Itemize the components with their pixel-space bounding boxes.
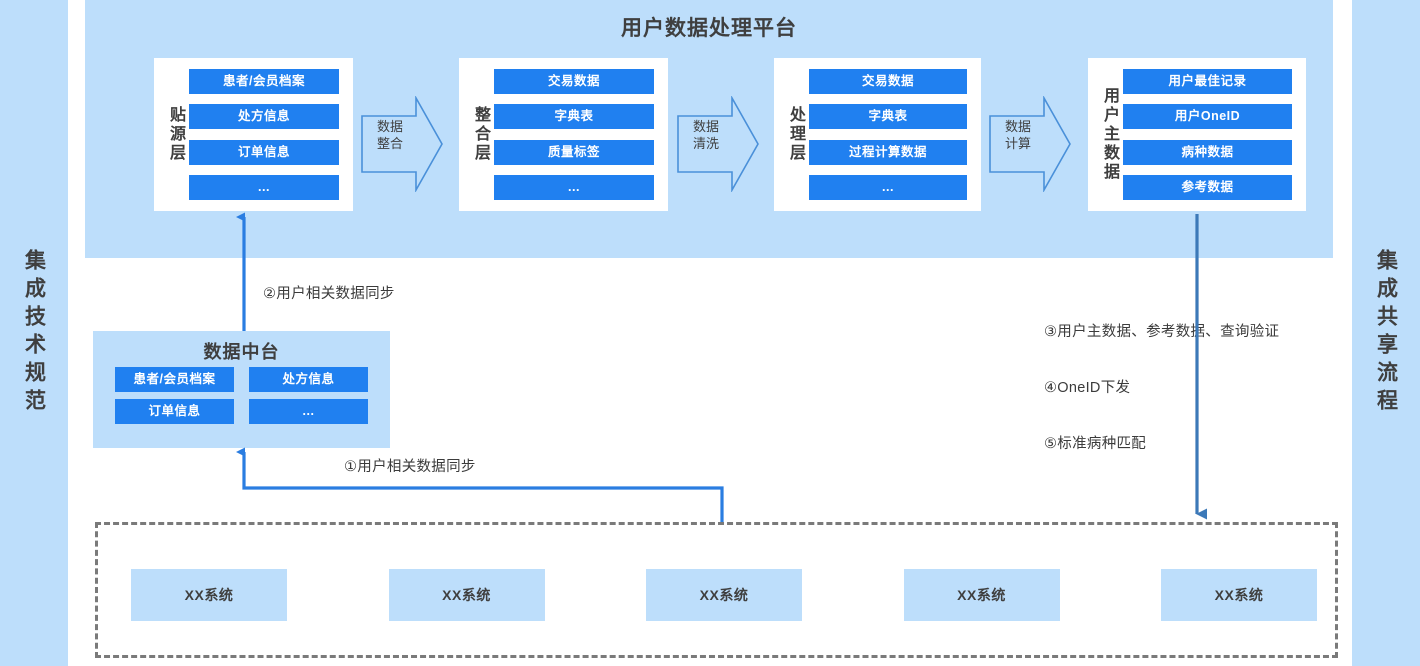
chip-item[interactable]: 交易数据	[494, 69, 654, 94]
chip-item[interactable]: 患者/会员档案	[115, 367, 234, 392]
annotation-step1: ①用户相关数据同步	[344, 459, 476, 475]
platform-title: 用户数据处理平台	[621, 17, 797, 40]
chip-item[interactable]: 病种数据	[1123, 139, 1292, 165]
block-arrow-data-integration-label: 数据 整合	[376, 119, 403, 151]
block-arrow-icon	[989, 96, 1071, 192]
chip-item[interactable]: 用户最佳记录	[1123, 69, 1292, 94]
annotation-step4: ④OneID下发	[1044, 380, 1131, 396]
chip-item[interactable]: 处方信息	[189, 104, 339, 130]
chip-item[interactable]: 交易数据	[809, 69, 967, 94]
chip-item[interactable]: 质量标签	[494, 139, 654, 165]
chip-item[interactable]: 用户OneID	[1123, 104, 1292, 130]
block-arrow-data-cleaning: 数据 清洗	[676, 96, 760, 192]
layer-card-source[interactable]: 贴源层 患者/会员档案 处方信息 订单信息 ...	[154, 58, 353, 211]
chip-item[interactable]: 订单信息	[115, 399, 234, 424]
right-rail-label: 集成共享流程	[1374, 249, 1398, 417]
data-middle-platform-title: 数据中台	[203, 342, 280, 362]
block-arrow-data-computation: 数据 计算	[988, 96, 1072, 192]
chip-item[interactable]: 订单信息	[189, 139, 339, 165]
chip-item[interactable]: 参考数据	[1123, 174, 1292, 200]
source-system-box[interactable]: XX系统	[131, 569, 287, 621]
data-middle-platform-box[interactable]: 数据中台 患者/会员档案 处方信息 订单信息 ...	[93, 331, 390, 448]
annotation-step3: ③用户主数据、参考数据、查询验证	[1044, 324, 1280, 340]
block-arrow-icon	[677, 96, 759, 192]
block-arrow-data-computation-label: 数据 计算	[1004, 119, 1031, 151]
left-rail-label: 集成技术规范	[22, 249, 46, 417]
block-arrow-data-cleaning-label: 数据 清洗	[692, 119, 719, 151]
arrow-step1-source-systems-to-midplatform	[236, 447, 724, 522]
layer-card-processing[interactable]: 处理层 交易数据 字典表 过程计算数据 ...	[774, 58, 981, 211]
source-system-box[interactable]: XX系统	[903, 569, 1060, 621]
left-rail-integration-tech-spec: 集成技术规范	[0, 0, 68, 666]
chip-item[interactable]: 字典表	[809, 104, 967, 130]
block-arrow-icon	[361, 96, 443, 192]
layer-card-user-master-data-label: 用户主数据	[1101, 87, 1118, 182]
layer-card-processing-label: 处理层	[787, 106, 804, 163]
chip-item[interactable]: 患者/会员档案	[189, 69, 339, 94]
annotation-step5: ⑤标准病种匹配	[1044, 436, 1147, 452]
layer-card-integration-chip-list: 交易数据 字典表 质量标签 ...	[494, 69, 654, 200]
layer-card-user-master-data-chip-list: 用户最佳记录 用户OneID 病种数据 参考数据	[1123, 69, 1292, 200]
chip-item[interactable]: ...	[809, 174, 967, 200]
chip-item[interactable]: ...	[494, 174, 654, 200]
chip-item[interactable]: ...	[249, 399, 368, 424]
block-arrow-data-integration: 数据 整合	[360, 96, 444, 192]
data-middle-platform-chip-list: 患者/会员档案 处方信息 订单信息 ...	[115, 367, 368, 424]
layer-card-integration-label: 整合层	[472, 106, 489, 163]
right-rail-integration-share-flow: 集成共享流程	[1352, 0, 1420, 666]
source-system-box[interactable]: XX系统	[1161, 569, 1317, 621]
chip-item[interactable]: 过程计算数据	[809, 139, 967, 165]
annotation-step2: ②用户相关数据同步	[263, 286, 395, 302]
chip-item[interactable]: 字典表	[494, 104, 654, 130]
layer-card-source-label: 贴源层	[167, 106, 184, 163]
source-systems-row: XX系统 XX系统 XX系统 XX系统 XX系统	[98, 569, 1335, 621]
source-system-box[interactable]: XX系统	[388, 569, 545, 621]
layer-card-processing-chip-list: 交易数据 字典表 过程计算数据 ...	[809, 69, 967, 200]
chip-item[interactable]: ...	[189, 174, 339, 200]
source-system-box[interactable]: XX系统	[646, 569, 802, 621]
layer-card-integration[interactable]: 整合层 交易数据 字典表 质量标签 ...	[459, 58, 668, 211]
source-systems-container: XX系统 XX系统 XX系统 XX系统 XX系统	[95, 522, 1338, 658]
chip-item[interactable]: 处方信息	[249, 367, 368, 392]
layer-card-source-chip-list: 患者/会员档案 处方信息 订单信息 ...	[189, 69, 339, 200]
layer-card-user-master-data[interactable]: 用户主数据 用户最佳记录 用户OneID 病种数据 参考数据	[1088, 58, 1306, 211]
